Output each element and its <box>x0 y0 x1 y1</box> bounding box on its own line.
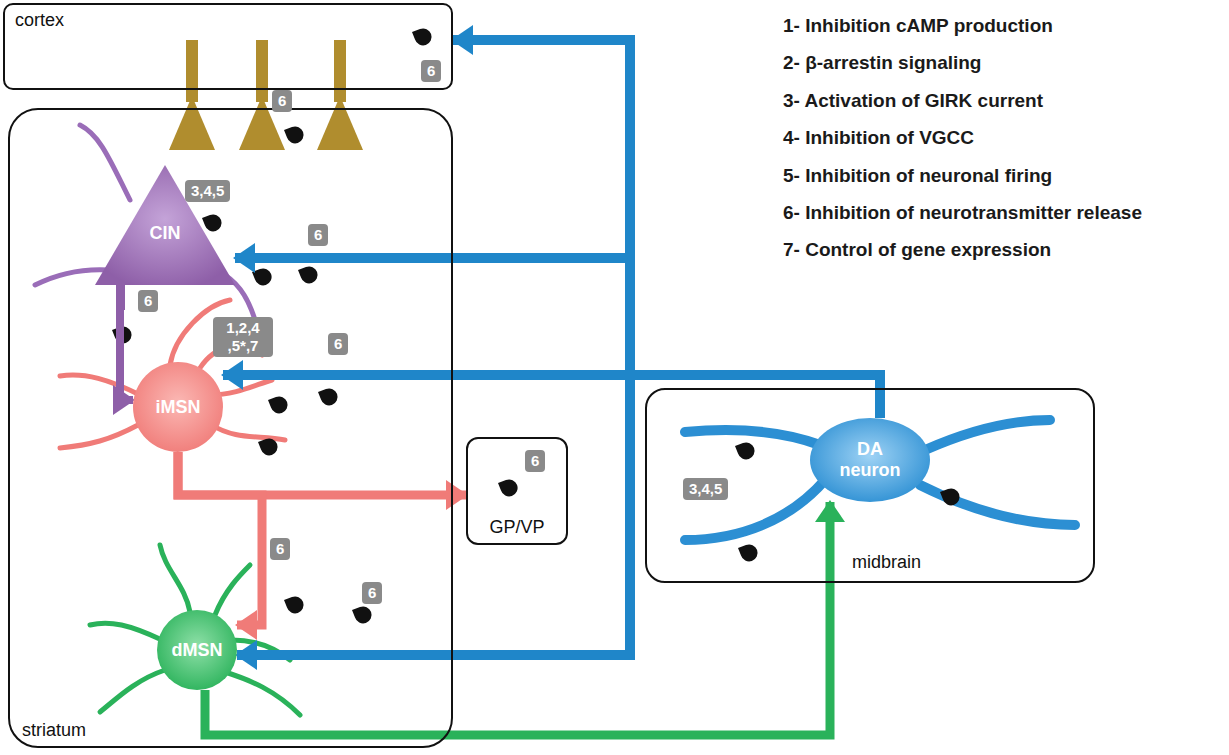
callout-number: 3,4,5 <box>185 180 230 202</box>
region-label: GP/VP <box>468 517 566 538</box>
imsn-cell: iMSN <box>133 362 223 452</box>
cell-body <box>810 418 930 502</box>
callout-number: 3,4,5 <box>683 478 728 500</box>
cell-text-holder: DA neuron <box>810 418 930 502</box>
legend-item: 7- Control of gene expression <box>783 239 1051 261</box>
dmsn-cell: dMSN <box>157 610 237 690</box>
cell-text-holder: iMSN <box>133 362 223 452</box>
cell-name: dMSN <box>172 640 223 661</box>
region-box: cortex <box>3 3 453 90</box>
callout-number: 1,2,4 ,5*,7 <box>213 317 273 357</box>
legend-item: 4- Inhibition of VGCC <box>783 127 974 149</box>
dmsn-dendrite <box>90 545 300 715</box>
cell-name: DA neuron <box>832 439 908 480</box>
connector <box>178 452 262 625</box>
region-label: striatum <box>22 720 86 741</box>
callout-number: 6 <box>272 90 292 112</box>
region-label: midbrain <box>852 552 921 573</box>
legend-item: 6- Inhibition of neurotransmitter releas… <box>783 202 1142 224</box>
legend-item: 2- β-arrestin signaling <box>783 52 981 74</box>
callout-number: 6 <box>525 450 545 472</box>
cell-body <box>133 362 223 452</box>
region-label: cortex <box>15 10 64 31</box>
region-box: striatum CIN iMSN dMSN <box>8 108 453 748</box>
callout-number: 6 <box>138 290 158 312</box>
connector <box>223 375 880 418</box>
connector <box>120 285 133 400</box>
connector <box>237 375 880 655</box>
cell-text-holder: dMSN <box>157 610 237 690</box>
legend-item: 1- Inhibition cAMP production <box>783 15 1053 37</box>
cortical-terminal <box>169 40 363 150</box>
region-box: GP/VP <box>466 437 568 545</box>
legend-item: 5- Inhibition of neuronal firing <box>783 165 1052 187</box>
callout-number: 6 <box>270 538 290 560</box>
connector <box>235 258 880 418</box>
cell-body <box>157 610 237 690</box>
legend-item: 3- Activation of GIRK current <box>783 90 1043 112</box>
connector <box>205 502 830 735</box>
cell-name: iMSN <box>156 397 201 418</box>
da-cell: DA neuron <box>810 418 930 502</box>
callout-number: 6 <box>308 224 328 246</box>
cell-name: CIN <box>150 223 181 244</box>
callout-number: 6 <box>421 60 441 82</box>
cell-body <box>95 165 235 285</box>
callout-number: 6 <box>362 582 382 604</box>
callout-number: 6 <box>328 333 348 355</box>
connector <box>178 452 466 495</box>
